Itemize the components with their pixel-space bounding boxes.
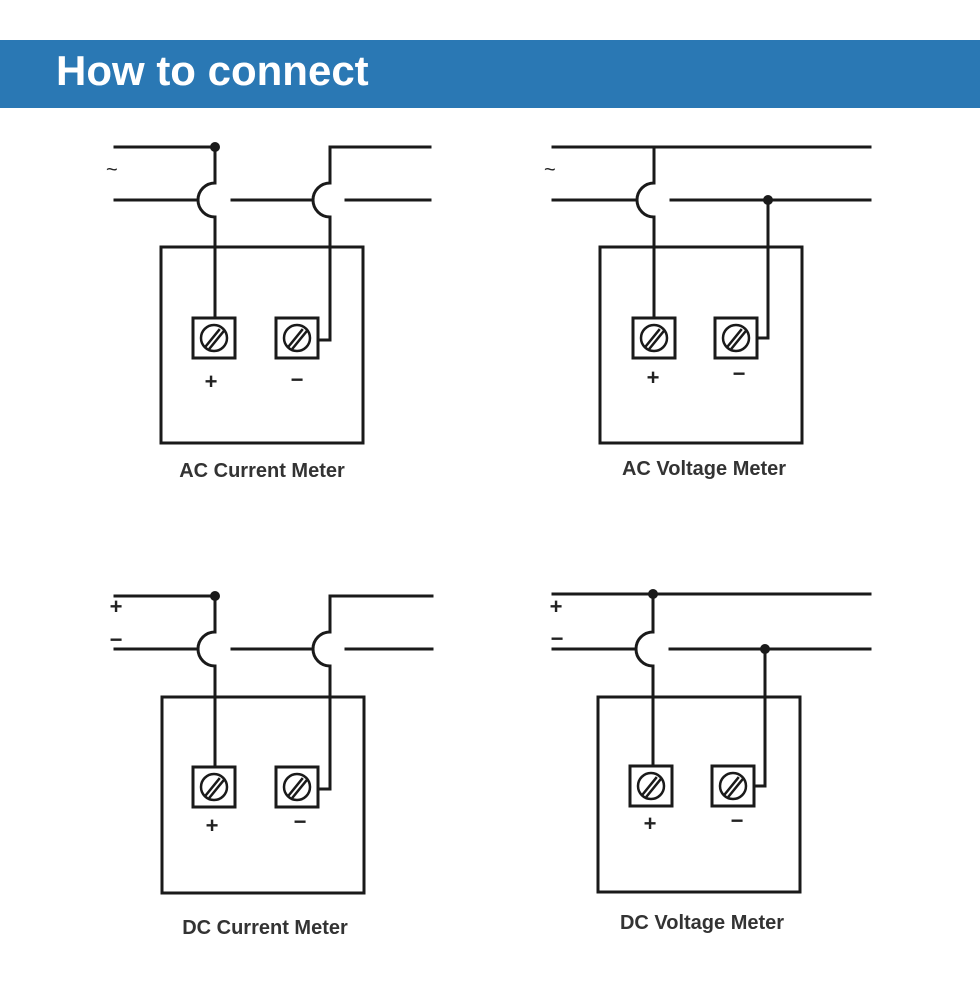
terminal-positive <box>191 316 237 360</box>
supply-label-negative: − <box>110 627 123 652</box>
diagram-dc-current: + − + − DC Current Meter <box>110 591 434 939</box>
diagram-title: AC Voltage Meter <box>622 458 786 480</box>
connection-wires <box>635 145 770 340</box>
terminal-label-positive: + <box>644 811 657 836</box>
page-title: How to connect <box>56 47 369 94</box>
meter-box <box>159 245 365 445</box>
junction-dot <box>210 142 220 152</box>
terminal-label-positive: + <box>647 365 660 390</box>
junction-dot <box>760 644 770 654</box>
junction-dot <box>210 591 220 601</box>
terminal-label-positive: + <box>205 369 218 394</box>
diagram-title: AC Current Meter <box>179 460 345 482</box>
supply-label-ac: ~ <box>106 159 118 181</box>
diagram-ac-voltage: ~ + − AC Voltage Meter <box>544 145 872 480</box>
header-banner <box>0 40 980 108</box>
diagram-title: DC Current Meter <box>182 917 348 939</box>
terminal-negative <box>713 316 759 360</box>
terminal-negative <box>274 765 320 809</box>
supply-label-negative: − <box>551 626 564 651</box>
supply-label-ac: ~ <box>544 159 556 181</box>
diagram-dc-voltage: + − + − DC Voltage Meter <box>550 589 872 934</box>
supply-lines <box>113 145 432 202</box>
terminal-label-negative: − <box>731 808 744 833</box>
meter-box <box>596 695 802 894</box>
supply-label-positive: + <box>110 594 123 619</box>
connection-wires <box>196 145 332 342</box>
supply-lines <box>113 594 434 651</box>
supply-label-positive: + <box>550 594 563 619</box>
connection-wires <box>634 592 767 788</box>
diagram-title: DC Voltage Meter <box>620 912 784 934</box>
junction-dot <box>648 589 658 599</box>
terminal-negative <box>710 764 756 808</box>
terminal-label-negative: − <box>733 361 746 386</box>
connection-wires <box>196 594 332 791</box>
supply-lines <box>551 145 872 202</box>
terminal-positive <box>631 316 677 360</box>
terminal-label-positive: + <box>206 813 219 838</box>
supply-lines <box>551 592 872 651</box>
meter-box <box>598 245 804 445</box>
terminal-label-negative: − <box>291 367 304 392</box>
meter-box <box>160 695 366 895</box>
terminal-label-negative: − <box>294 809 307 834</box>
junction-dot <box>763 195 773 205</box>
diagram-ac-current: ~ + − AC Current Meter <box>106 142 432 482</box>
terminal-negative <box>274 316 320 360</box>
terminal-positive <box>628 764 674 808</box>
terminal-positive <box>191 765 237 809</box>
